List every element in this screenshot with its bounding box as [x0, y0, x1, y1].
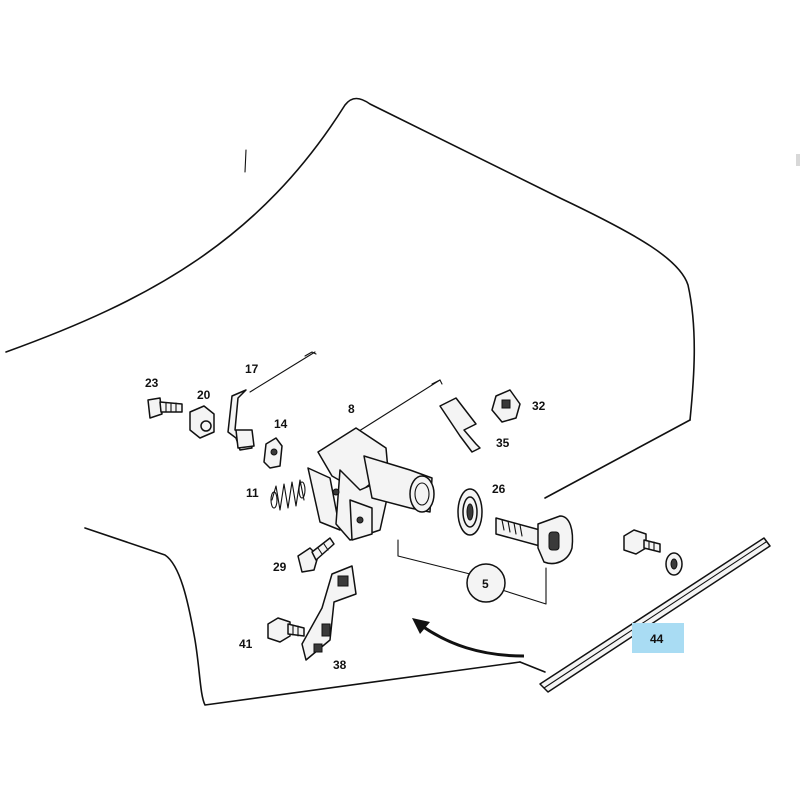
callout-8: 8 [348, 402, 355, 416]
part-key[interactable] [495, 515, 574, 565]
callout-38: 38 [333, 658, 347, 672]
edge-mark [796, 154, 800, 166]
callout-17: 17 [245, 362, 259, 376]
part-moulding-washer[interactable] [665, 552, 683, 576]
part-11-spring[interactable] [270, 479, 306, 511]
callout-44-highlight [632, 623, 684, 653]
part-moulding-bolt[interactable] [623, 529, 661, 555]
part-5-group[interactable] [397, 539, 547, 605]
part-26-seal-ring[interactable] [457, 488, 483, 536]
callout-14: 14 [274, 417, 288, 431]
assembly-direction-arrow [412, 618, 525, 658]
part-14-clip[interactable] [263, 437, 283, 469]
part-17-cable-bracket[interactable] [227, 351, 317, 451]
part-44-trim-moulding[interactable] [539, 537, 771, 693]
part-35-plate[interactable] [439, 397, 481, 453]
part-38-striker-plate[interactable] [301, 565, 357, 661]
callout-5: 5 [482, 577, 489, 591]
callout-41: 41 [239, 637, 253, 651]
part-29-bolt[interactable] [297, 537, 335, 573]
callout-32: 32 [532, 399, 546, 413]
callout-23: 23 [145, 376, 159, 390]
part-41-bolt[interactable] [267, 617, 305, 643]
part-23-screw[interactable] [147, 397, 183, 419]
callout-44: 44 [650, 632, 664, 646]
callout-20: 20 [197, 388, 211, 402]
callout-11: 11 [246, 486, 259, 500]
callout-35: 35 [496, 436, 510, 450]
part-32-clip-nut[interactable] [491, 389, 521, 423]
callout-29: 29 [273, 560, 287, 574]
callout-26: 26 [492, 482, 506, 496]
part-8-lock-assembly[interactable] [307, 379, 443, 541]
trunk-lid-outline [5, 97, 696, 706]
part-20-clip[interactable] [189, 405, 215, 439]
